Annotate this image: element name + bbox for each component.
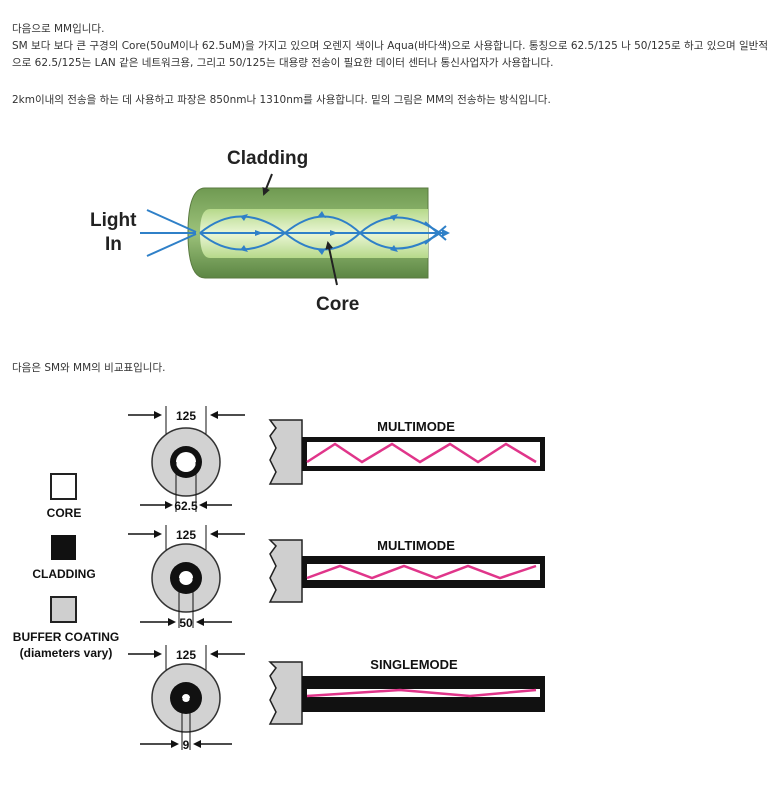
fiber-row-singlemode-9: 125 9 SINGLEMODE (128, 645, 545, 752)
row3-inner-label: 9 (183, 738, 190, 752)
cladding-pointer (262, 173, 273, 196)
sm-mm-comparison-diagram: CORE CLADDING BUFFER COATING (diameters … (13, 406, 545, 752)
multimode-propagation-diagram: Cladding Light In Core (90, 148, 450, 315)
legend-buffer-swatch (50, 596, 77, 623)
ray-arrowheads (240, 211, 398, 255)
legend-buffer-label: BUFFER COATING (13, 630, 119, 644)
row1-mode-label: MULTIMODE (377, 419, 455, 434)
cladding-label: Cladding (227, 148, 308, 169)
intro-line: 다음으로 MM입니다. (12, 23, 105, 35)
legend-buffer-note: (diameters vary) (20, 646, 113, 660)
row3-outer-label: 125 (176, 648, 196, 662)
light-label: Light (90, 210, 137, 231)
fiber-row-multimode-50: 125 50 MULTIMODE (128, 525, 545, 630)
core-pointer (325, 241, 338, 286)
row2-mode-label: MULTIMODE (377, 538, 455, 553)
row2-outer-label: 125 (176, 528, 196, 542)
legend-cladding-swatch (51, 535, 76, 560)
description-paragraph: SM 보다 보다 큰 구경의 Core(50uM이나 62.5uM)을 가지고 … (12, 40, 769, 69)
in-label: In (105, 234, 122, 255)
legend-core-label: CORE (47, 506, 82, 520)
row3-mode-label: SINGLEMODE (370, 657, 458, 672)
row1-inner-label: 62.5 (174, 499, 198, 513)
legend-core-swatch (50, 473, 77, 500)
incoming-rays (140, 209, 197, 257)
legend: CORE CLADDING BUFFER COATING (diameters … (13, 473, 119, 660)
comparison-intro: 다음은 SM와 MM의 비교표입니다. (12, 362, 166, 374)
core-label: Core (316, 294, 359, 315)
fiber-row-multimode-62-5: 125 62.5 MULTIMODE (128, 406, 545, 513)
transmission-paragraph: 2km이내의 전송을 하는 데 사용하고 파장은 850nm나 1310nm를 … (12, 94, 551, 106)
row2-inner-label: 50 (179, 616, 193, 630)
internal-rays (199, 215, 450, 251)
legend-cladding-label: CLADDING (32, 567, 95, 581)
row1-outer-label: 125 (176, 409, 196, 423)
